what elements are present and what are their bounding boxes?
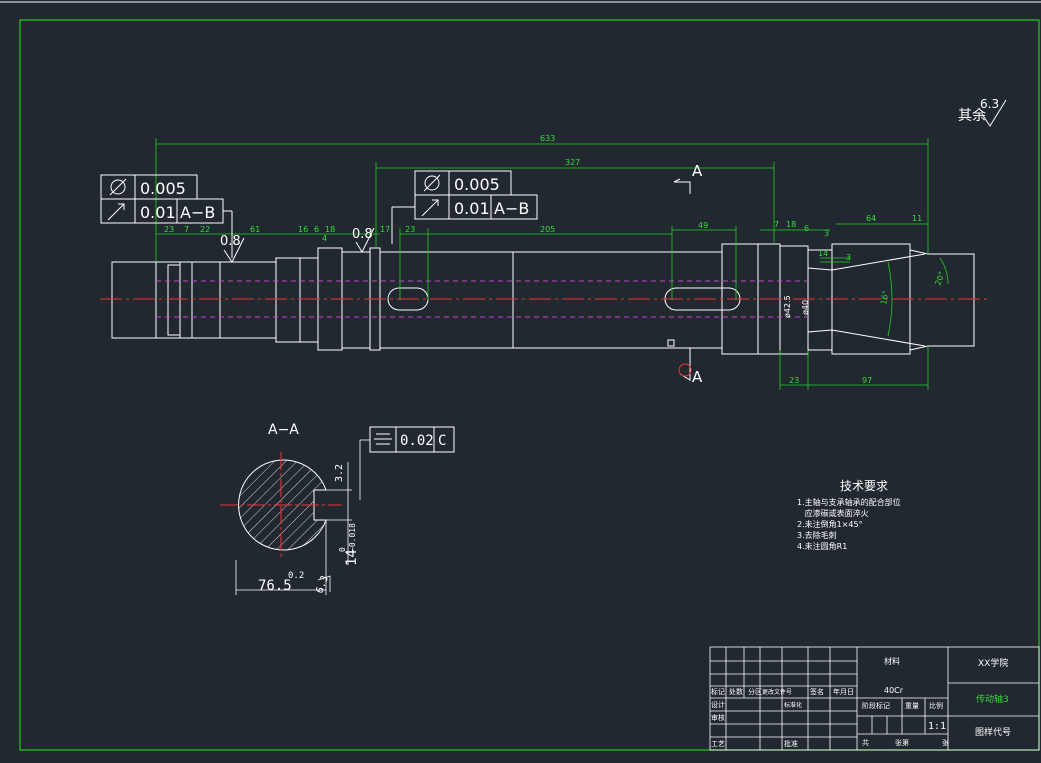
zone-label: 分区	[748, 687, 762, 696]
tech-item-2: 应渗碳或表面淬火	[797, 508, 869, 518]
section-height: 76.5	[258, 578, 292, 594]
part-name: 传动轴3	[976, 693, 1009, 705]
scale-value: 1:1	[928, 721, 946, 732]
approve-label: 批准	[784, 739, 798, 748]
material-value: 40Cr	[884, 686, 904, 695]
dim-6b: 6	[804, 224, 809, 233]
title-block	[709, 646, 1040, 751]
symmetry-datum: C	[438, 433, 446, 449]
dim-205: 205	[540, 225, 555, 234]
symmetry-frame	[369, 426, 455, 453]
dim-17: 17	[380, 225, 390, 234]
dim-angle-20: 20°	[933, 270, 946, 286]
dimension-lines	[155, 138, 949, 390]
dim-mid-span: 327	[565, 158, 580, 167]
count-label: 处数	[729, 687, 743, 696]
keyway-width-tol-lower: −0.018	[348, 523, 357, 552]
tech-item-4: 3.去除毛刺	[797, 530, 837, 540]
roughness-icon-1	[223, 237, 245, 263]
roughness-value-1: 0.8	[220, 234, 241, 249]
dim-16: 16	[298, 225, 308, 234]
tolerance-value-2: 0.01	[140, 203, 176, 222]
roughness-rest-label: 其余	[958, 107, 986, 124]
cross-section	[220, 452, 342, 560]
dim-23c: 23	[789, 376, 799, 385]
roughness-value-2: 0.8	[352, 227, 373, 242]
roughness-icon-2	[355, 227, 375, 254]
roughness-rest-value: 6.3	[980, 97, 999, 111]
dim-3: 3	[824, 229, 829, 238]
roughness-value-3: 6.3	[314, 574, 331, 595]
school-name: XX学院	[978, 657, 1008, 669]
cut-label-bottom: A	[692, 368, 703, 386]
total-label: 共	[862, 738, 869, 747]
dim-7: 7	[184, 225, 189, 234]
dim-18: 18	[325, 225, 335, 234]
dim-14: 14	[818, 249, 828, 258]
drawing-no-label: 图样代号	[975, 726, 1011, 738]
section-dimensions	[235, 439, 370, 595]
dim-18b: 18	[786, 220, 796, 229]
dim-angle-16: 16°	[879, 290, 890, 306]
cut-label-top: A	[692, 162, 703, 180]
dimension-text: 633 327 23 7 22 61 16 6 18 4 17 23 205 4…	[164, 134, 947, 385]
circular-runout-icon-2	[424, 175, 440, 191]
tolerance-frame-left	[100, 174, 233, 258]
weight-label: 重量	[905, 702, 919, 710]
material-label: 材料	[884, 656, 900, 666]
dim-6: 6	[314, 225, 319, 234]
roughness-rest-icon	[981, 99, 1007, 127]
tech-item-1: 1.主轴与支承轴承的配合部位	[797, 497, 901, 507]
total-runout-icon-2	[421, 199, 439, 217]
dim-7b: 7	[774, 220, 779, 229]
total-runout-icon	[107, 203, 125, 221]
dim-23a: 23	[164, 225, 174, 234]
process-label: 工艺	[711, 740, 725, 748]
dim-23b: 23	[405, 225, 415, 234]
dim-dia-40: ø40	[801, 300, 810, 315]
stage-label: 阶段标记	[862, 701, 890, 710]
date-label: 年月日	[833, 687, 854, 696]
standard-label: 标准化	[784, 701, 802, 709]
tolerance-datum-2: A−B	[180, 203, 215, 222]
dim-3b: 3	[846, 253, 851, 262]
drawing-border	[19, 19, 1040, 751]
dim-64: 64	[866, 214, 876, 223]
design-label: 设计	[711, 700, 725, 709]
tolerance-datum-4: A−B	[494, 199, 529, 218]
doc-label: 更改文件号	[762, 688, 792, 696]
dim-61: 61	[250, 225, 260, 234]
keyway-depth: 3.2	[334, 464, 345, 482]
section-cut-marker	[667, 178, 692, 381]
tech-item-3: 2.未注倒角1×45°	[797, 519, 863, 529]
tolerance-value-4: 0.01	[454, 199, 490, 218]
review-label: 审核	[711, 713, 725, 722]
sheet-label: 张第	[895, 738, 909, 747]
keyway-width-tol-upper: 0	[338, 547, 347, 552]
section-title: A−A	[268, 422, 299, 438]
circular-runout-icon	[110, 179, 126, 195]
dim-22: 22	[200, 225, 210, 234]
tech-title: 技术要求	[840, 479, 888, 493]
keyway-width: 14	[344, 549, 360, 566]
dim-11: 11	[912, 214, 922, 223]
symmetry-value: 0.02	[400, 433, 434, 449]
tolerance-value-3: 0.005	[454, 175, 500, 194]
scale-label: 比例	[929, 701, 943, 710]
dim-overall: 633	[540, 134, 555, 143]
sign-label: 签名	[810, 687, 824, 696]
dim-4: 4	[322, 234, 327, 243]
sheet-end: 张	[942, 738, 949, 747]
tech-item-5: 4.未注圆角R1	[797, 541, 847, 551]
dim-97: 97	[862, 376, 872, 385]
dim-dia-42-5: ø42.5	[783, 295, 792, 318]
section-height-tol: 0.2	[288, 571, 304, 581]
tolerance-frame-mid	[391, 170, 538, 244]
dim-49: 49	[698, 221, 708, 230]
tolerance-value-1: 0.005	[140, 179, 186, 198]
mark-label: 标记	[711, 687, 725, 696]
